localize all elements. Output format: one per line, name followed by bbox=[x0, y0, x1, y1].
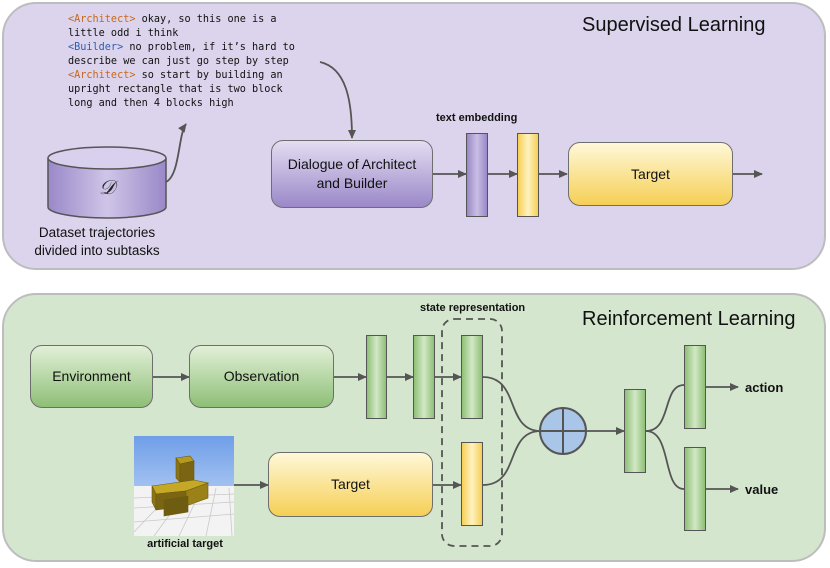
dialogue-line: upright rectangle that is two block bbox=[68, 83, 295, 97]
dialogue-text: upright rectangle that is two block bbox=[68, 84, 283, 95]
dialogue-line: long and then 4 blocks high bbox=[68, 97, 295, 111]
sup-target-label: Target bbox=[631, 165, 670, 182]
dataset-caption-line: Dataset trajectories bbox=[38, 225, 156, 240]
architect-tag: <Architect> bbox=[68, 70, 136, 81]
edge-dataset-to-dialogue bbox=[165, 123, 187, 183]
dialogue-text: long and then 4 blocks high bbox=[68, 98, 234, 109]
combine-node bbox=[539, 407, 587, 455]
observation-box: Observation bbox=[189, 345, 334, 408]
target-embedding-layer-rl bbox=[461, 442, 483, 526]
artificial-target-label: artificial target bbox=[147, 538, 223, 550]
dialogue-text: okay, so this one is a bbox=[135, 14, 277, 25]
edge-target-embedding-to-combine bbox=[482, 430, 541, 486]
state-representation-group bbox=[441, 318, 503, 547]
dialogue-box: Dialogue of Architect and Builder bbox=[271, 140, 433, 208]
reinforcement-learning-title: Reinforcement Learning bbox=[582, 308, 796, 330]
action-head-layer bbox=[684, 345, 706, 429]
conv-layer-1 bbox=[366, 335, 387, 419]
dialogue-line: little odd i think bbox=[68, 27, 295, 41]
value-label: value bbox=[745, 482, 779, 497]
supervised-learning-panel bbox=[2, 2, 826, 270]
architect-tag: <Architect> bbox=[68, 14, 136, 25]
text-embedding-label: text embedding bbox=[436, 112, 518, 124]
target-embedding-layer bbox=[517, 133, 539, 217]
fc-layer bbox=[624, 389, 646, 473]
supervised-learning-title: Supervised Learning bbox=[582, 14, 766, 36]
dialogue-text: no problem, if it’s hard to bbox=[123, 42, 295, 53]
rl-target-label: Target bbox=[331, 476, 370, 492]
dialogue-text: little odd i think bbox=[68, 28, 179, 39]
state-representation-label: state representation bbox=[420, 302, 526, 314]
dialogue-line: <Builder> no problem, if it’s hard to bbox=[68, 41, 295, 55]
dialogue-box-line: Dialogue of Architect bbox=[287, 156, 417, 172]
sup-target-box: Target bbox=[568, 142, 733, 206]
environment-box: Environment bbox=[30, 345, 153, 408]
action-label: action bbox=[745, 380, 784, 395]
dialogue-line: describe we can just go step by step bbox=[68, 55, 295, 69]
edge-fc-to-value-layer bbox=[645, 430, 685, 490]
dialogue-transcript: <Architect> okay, so this one is a littl… bbox=[68, 13, 295, 111]
artificial-target-image bbox=[134, 436, 234, 536]
conv-layer-2 bbox=[413, 335, 435, 419]
edge-fc-to-action-layer bbox=[645, 384, 685, 432]
dialogue-box-label: Dialogue of Architect and Builder bbox=[288, 155, 416, 193]
rl-target-box: Target bbox=[268, 452, 433, 517]
edge-dialogue-text-to-box bbox=[319, 61, 356, 139]
value-head-layer bbox=[684, 447, 706, 531]
observation-label: Observation bbox=[223, 368, 300, 384]
dialogue-text: describe we can just go step by step bbox=[68, 56, 289, 67]
state-representation-layer bbox=[461, 335, 483, 419]
dataset-caption: Dataset trajectories divided into subtas… bbox=[22, 224, 172, 260]
environment-label: Environment bbox=[52, 368, 131, 384]
dialogue-box-line: and Builder bbox=[316, 175, 388, 191]
edge-state-to-combine bbox=[482, 376, 541, 432]
dialogue-line: <Architect> so start by building an bbox=[68, 69, 295, 83]
dialogue-text: so start by building an bbox=[135, 70, 283, 81]
dataset-cylinder-icon: 𝒟 bbox=[47, 146, 167, 219]
text-embedding-layer bbox=[466, 133, 488, 217]
dataset-symbol: 𝒟 bbox=[99, 175, 119, 199]
dialogue-line: <Architect> okay, so this one is a bbox=[68, 13, 295, 27]
dataset-caption-line: divided into subtasks bbox=[34, 243, 160, 258]
builder-tag: <Builder> bbox=[68, 42, 124, 53]
